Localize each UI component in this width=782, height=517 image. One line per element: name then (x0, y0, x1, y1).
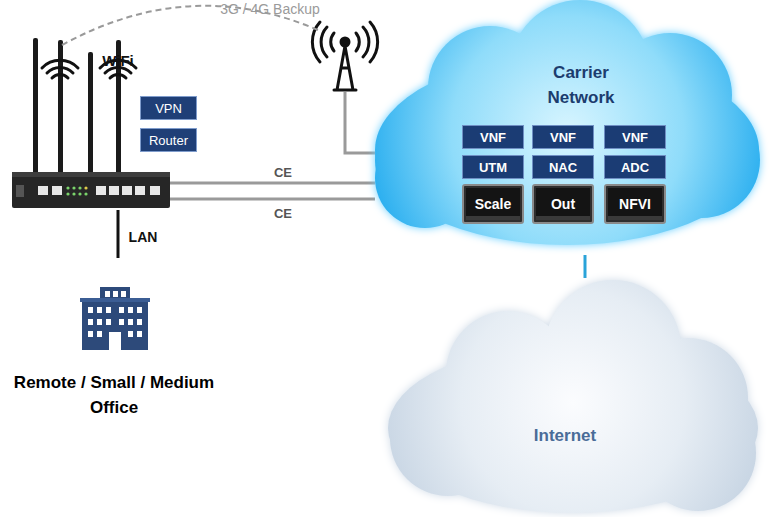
wifi-symbol (42, 60, 78, 78)
connector (170, 183, 375, 184)
cell-tower (312, 22, 377, 90)
connector-line (345, 92, 375, 153)
connector (585, 255, 586, 278)
node-label: Remote / Small / Medium Office (0, 370, 228, 420)
cloud-shape (375, 0, 760, 245)
node-label: Internet (505, 423, 625, 448)
carrier-cloud: Carrier NetworkVNF VNF VNF UTM NAC ADC Scale Ou… (375, 0, 760, 255)
function-box: UTM (462, 155, 524, 179)
node-label: Router (149, 133, 188, 148)
node-label: NFVI (619, 196, 651, 212)
node-label: UTM (479, 160, 507, 175)
connector-line (584, 255, 587, 278)
vnf-box: VNF (532, 125, 594, 149)
node-label: NAC (549, 160, 577, 175)
node-label: VNF (550, 130, 576, 145)
cloud-lobe (640, 395, 756, 511)
node-label: VNF (480, 130, 506, 145)
connector-label: CE (274, 165, 292, 180)
internet-cloud: Internet (388, 278, 758, 517)
connector-label: 3G / 4G Backup (220, 1, 320, 17)
connector (118, 210, 119, 258)
vnf-box: VNF (604, 125, 666, 149)
antenna (33, 38, 38, 174)
server-box: Scale (462, 184, 524, 224)
node-label: Carrier Network (531, 60, 631, 110)
node-label: WiFi (88, 48, 148, 73)
office-node: Remote / Small / Medium Office (0, 258, 228, 428)
connector-line (170, 182, 375, 185)
connector (62, 6, 375, 153)
function-box: Router (140, 128, 197, 152)
function-box: ADC (604, 155, 666, 179)
vnf-box: VNF (462, 125, 524, 149)
connector-label: LAN (129, 229, 158, 245)
cloud-lobe (390, 380, 506, 496)
cloud-outline (388, 278, 758, 517)
node-label: VPN (155, 101, 182, 116)
server-box: NFVI (604, 184, 666, 224)
connector (170, 199, 375, 200)
function-box: VPN (140, 96, 197, 120)
function-box: NAC (532, 155, 594, 179)
node-label: Scale (475, 196, 512, 212)
node-label: VNF (622, 130, 648, 145)
cloud-shape (388, 280, 758, 513)
connector-line (170, 198, 375, 201)
router-device (12, 172, 170, 208)
node-label: Out (551, 196, 575, 212)
office-building (80, 287, 150, 350)
cloud-lobe (375, 128, 475, 228)
connector-line (117, 210, 120, 258)
connector-label: CE (274, 206, 292, 221)
node-label: ADC (621, 160, 649, 175)
antenna (88, 52, 93, 174)
server-box: Out (532, 184, 594, 224)
